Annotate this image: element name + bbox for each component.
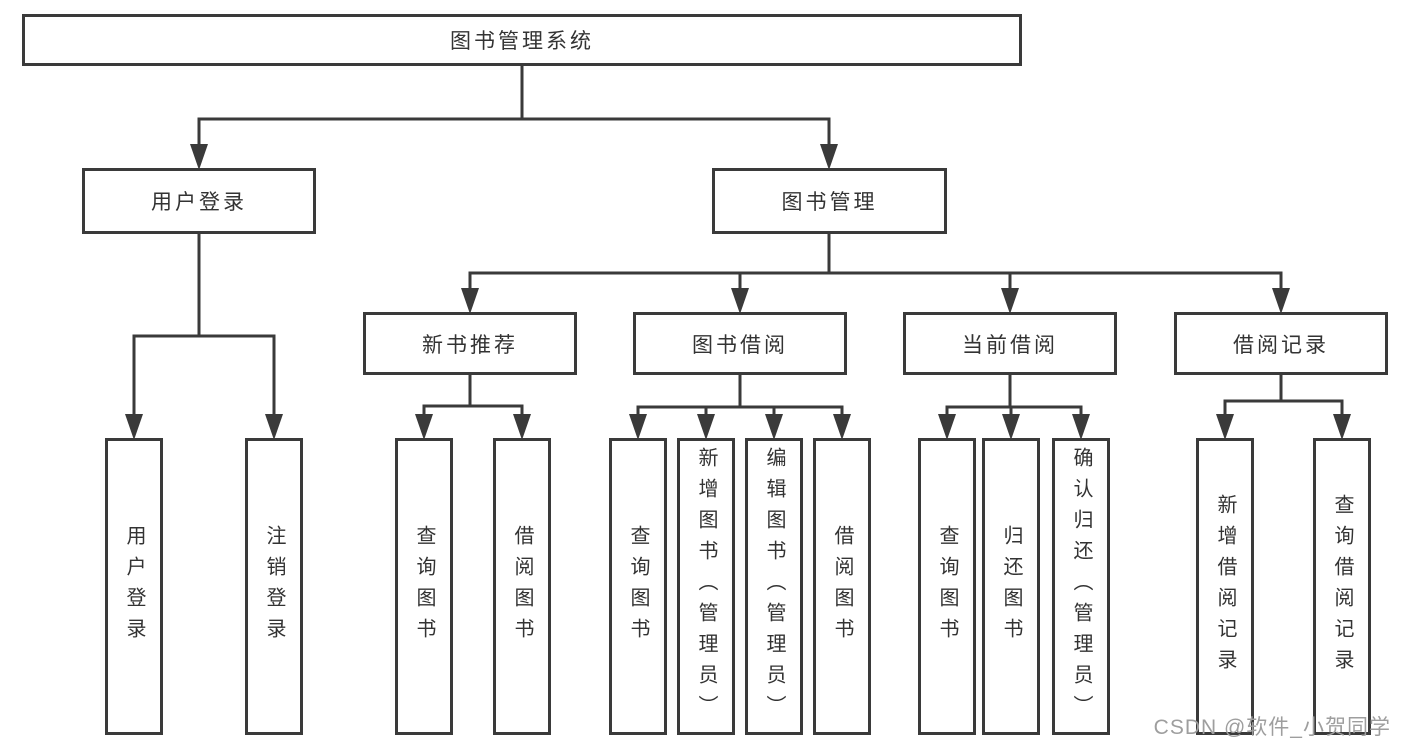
leaf-borrow-books-recommend: 借阅图书 xyxy=(493,438,551,735)
node-label: 图书借阅 xyxy=(692,333,788,357)
node-label: 图书管理系统 xyxy=(450,30,594,53)
leaf-label: 借阅图书 xyxy=(511,524,533,649)
leaf-query-books-current: 查询图书 xyxy=(918,438,976,735)
node-new-book-recommendation: 新书推荐 xyxy=(363,312,577,375)
leaf-label: 查询借阅记录 xyxy=(1331,493,1353,680)
leaf-label: 借阅图书 xyxy=(831,524,853,649)
leaf-label: 归还图书 xyxy=(1000,524,1022,649)
leaf-logout: 注销登录 xyxy=(245,438,303,735)
node-book-management: 图书管理 xyxy=(712,168,947,234)
leaf-edit-books-admin: 编辑图书（管理员） xyxy=(745,438,803,735)
node-borrowing-records: 借阅记录 xyxy=(1174,312,1388,375)
leaf-label: 查询图书 xyxy=(627,524,649,649)
leaf-query-books-borrow: 查询图书 xyxy=(609,438,667,735)
leaf-add-borrow-record: 新增借阅记录 xyxy=(1196,438,1254,735)
leaf-label: 新增借阅记录 xyxy=(1214,493,1236,680)
leaf-label: 查询图书 xyxy=(936,524,958,649)
leaf-add-books-admin: 新增图书（管理员） xyxy=(677,438,735,735)
leaf-label: 确认归还（管理员） xyxy=(1070,447,1092,726)
leaf-label: 新增图书（管理员） xyxy=(695,447,717,726)
node-label: 图书管理 xyxy=(781,191,878,214)
node-label: 当前借阅 xyxy=(962,333,1058,357)
node-current-borrowing: 当前借阅 xyxy=(903,312,1117,375)
leaf-label: 编辑图书（管理员） xyxy=(763,447,785,726)
leaf-query-books-recommend: 查询图书 xyxy=(395,438,453,735)
leaf-query-borrow-record: 查询借阅记录 xyxy=(1313,438,1371,735)
node-label: 借阅记录 xyxy=(1233,333,1329,357)
leaf-label: 用户登录 xyxy=(123,524,145,649)
leaf-borrow-books: 借阅图书 xyxy=(813,438,871,735)
leaf-label: 查询图书 xyxy=(413,524,435,649)
node-label: 新书推荐 xyxy=(422,333,518,357)
leaf-label: 注销登录 xyxy=(263,524,285,649)
leaf-user-login: 用户登录 xyxy=(105,438,163,735)
node-book-borrowing: 图书借阅 xyxy=(633,312,847,375)
leaf-confirm-return-admin: 确认归还（管理员） xyxy=(1052,438,1110,735)
node-user-login: 用户登录 xyxy=(82,168,316,234)
node-library-management-system: 图书管理系统 xyxy=(22,14,1022,66)
leaf-return-books: 归还图书 xyxy=(982,438,1040,735)
csdn-watermark: CSDN @软件_小贺同学 xyxy=(1153,716,1391,739)
node-label: 用户登录 xyxy=(151,191,247,214)
